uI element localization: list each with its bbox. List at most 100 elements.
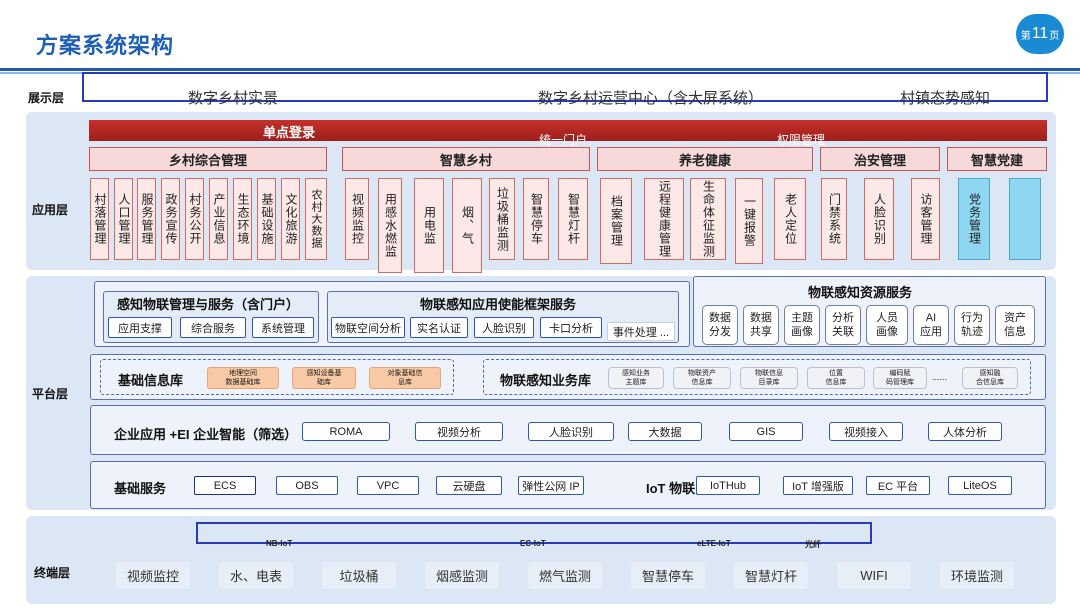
terminal-item: 烟感监测 [425, 562, 499, 589]
app-item-power: 用电监 [414, 178, 444, 273]
network-label: eLTE-IoT [697, 539, 731, 548]
terminal-item: 水、电表 [219, 562, 293, 589]
app-item-trash-bin: 垃圾桶监测 [489, 178, 515, 260]
resource-service-title: 物联感知资源服务 [808, 285, 913, 300]
app-item-industry: 产业信息 [209, 178, 228, 260]
app-item-smart-parking: 智慧停车 [523, 178, 549, 260]
biz-db-item: 位置信息库 [807, 367, 865, 389]
resource-item: 数据共享 [743, 305, 779, 345]
page-title: 方案系统架构 [36, 33, 175, 58]
biz-db-item: 感知业务主题库 [608, 367, 664, 389]
enable-framework-title: 物联感知应用使能框架服务 [420, 297, 577, 312]
app-item-smart-lamp: 智慧灯杆 [558, 178, 588, 260]
app-item-video-monitor: 视频监控 [345, 178, 369, 260]
app-item-remote-health: 远程健康管理 [644, 178, 684, 260]
app-item-service: 服务管理 [137, 178, 156, 260]
app-item-vital-signs: 生命体征监测 [690, 178, 726, 260]
network-box [196, 522, 872, 544]
iot-item: IoT 增强版 [783, 476, 853, 495]
basic-service-title: 基础服务 [114, 481, 167, 496]
iot-title: IoT 物联网 [646, 481, 709, 496]
permission-label: 权限管理 [777, 133, 826, 147]
basic-service-item: 弹性公网 IP [518, 476, 584, 495]
display-item: 村镇态势感知 [900, 90, 991, 107]
enterprise-item: GIS [729, 422, 803, 441]
app-item-visitor: 访客管理 [911, 178, 940, 260]
layer-label-application: 应用层 [32, 203, 69, 217]
iot-mgmt-title: 感知物联管理与服务（含门户） [117, 297, 300, 312]
resource-item: 分析关联 [825, 305, 861, 345]
resource-item: 行为轨迹 [954, 305, 990, 345]
terminal-item: WIFI [837, 562, 911, 589]
display-layer-box [82, 72, 1048, 102]
basic-service-item: 云硬盘 [436, 476, 502, 495]
layer-label-display: 展示层 [28, 91, 65, 105]
app-item-infrastructure: 基础设施 [257, 178, 276, 260]
app-item-village: 村落管理 [90, 178, 109, 260]
iot-mgmt-item: 系统管理 [252, 317, 314, 338]
enable-item: 物联空间分析 [331, 317, 405, 338]
basic-db-item: 地理空间数据基础库 [207, 367, 279, 389]
page-suffix: 页 [1049, 30, 1060, 42]
sso-bar: 单点登录 统一门户 权限管理 [89, 120, 1047, 147]
basic-db-item: 感知设备基础库 [292, 367, 356, 389]
biz-db-title: 物联感知业务库 [500, 373, 592, 388]
network-label: EC-IoT [520, 539, 546, 548]
page-prefix: 第 [1020, 30, 1031, 42]
app-item-gov-publicity: 政务宣传 [161, 178, 180, 260]
app-item-smoke: 烟、气 [452, 178, 482, 273]
enterprise-title: 企业应用 +EI 企业智能（筛选） [114, 427, 298, 442]
biz-db-item: 感知融合信息库 [962, 367, 1018, 389]
enterprise-item: 视频分析 [415, 422, 503, 441]
iot-item: EC 平台 [866, 476, 930, 495]
group-header-party: 智慧党建 [947, 147, 1047, 171]
page-number: 11 [1031, 25, 1049, 42]
app-item-population: 人口管理 [114, 178, 133, 260]
terminal-item: 智慧灯杆 [734, 562, 808, 589]
basic-db-item: 对象基础信息库 [369, 367, 441, 389]
app-item-rural-bigdata: 农村大数据 [305, 178, 327, 260]
iot-item: IoTHub [696, 476, 760, 495]
basic-service-item: ECS [194, 476, 256, 495]
app-item-sos: 一键报警 [735, 178, 763, 264]
display-item: 数字乡村运营中心（含大屏系统） [538, 90, 764, 107]
app-item-party-blank [1009, 178, 1041, 260]
enable-item: 事件处理 ... [607, 322, 675, 341]
terminal-item: 视频监控 [116, 562, 190, 589]
terminal-item: 智慧停车 [631, 562, 705, 589]
enterprise-item: ROMA [302, 422, 390, 441]
app-item-village-affairs: 村务公开 [185, 178, 204, 260]
enterprise-item: 视频接入 [829, 422, 903, 441]
layer-label-platform: 平台层 [32, 387, 69, 401]
enterprise-item: 人脸识别 [528, 422, 614, 441]
app-item-ecology: 生态环境 [233, 178, 252, 260]
header-rule [0, 68, 1080, 71]
network-label: NB-IoT [266, 539, 293, 548]
biz-db-ellipsis: ...... [932, 372, 948, 382]
terminal-item: 环境监测 [940, 562, 1014, 589]
resource-item: 资产信息 [995, 305, 1035, 345]
resource-item: 主题画像 [784, 305, 820, 345]
group-header-village: 乡村综合管理 [89, 147, 327, 171]
network-label: 光纤 [805, 540, 821, 549]
iot-item: LiteOS [948, 476, 1012, 495]
enable-item: 实名认证 [410, 317, 468, 338]
group-header-smart-village: 智慧乡村 [342, 147, 590, 171]
biz-db-item: 物联资产信息库 [673, 367, 731, 389]
iot-mgmt-item: 综合服务 [180, 317, 246, 338]
group-header-elderly: 养老健康 [597, 147, 813, 171]
portal-label: 统一门户 [539, 133, 588, 147]
display-item: 数字乡村实景 [188, 90, 279, 107]
basic-service-item: OBS [276, 476, 338, 495]
enterprise-item: 人体分析 [928, 422, 1002, 441]
resource-item: 数据分发 [702, 305, 738, 345]
app-item-archive: 档案管理 [600, 178, 632, 264]
app-item-party-affairs: 党务管理 [958, 178, 990, 260]
terminal-item: 垃圾桶 [322, 562, 396, 589]
basic-db-frame [100, 359, 454, 395]
biz-db-item: 编码赋码管理库 [873, 367, 927, 389]
sso-label: 单点登录 [263, 125, 316, 140]
app-item-elder-location: 老人定位 [774, 178, 806, 260]
basic-service-item: VPC [357, 476, 419, 495]
